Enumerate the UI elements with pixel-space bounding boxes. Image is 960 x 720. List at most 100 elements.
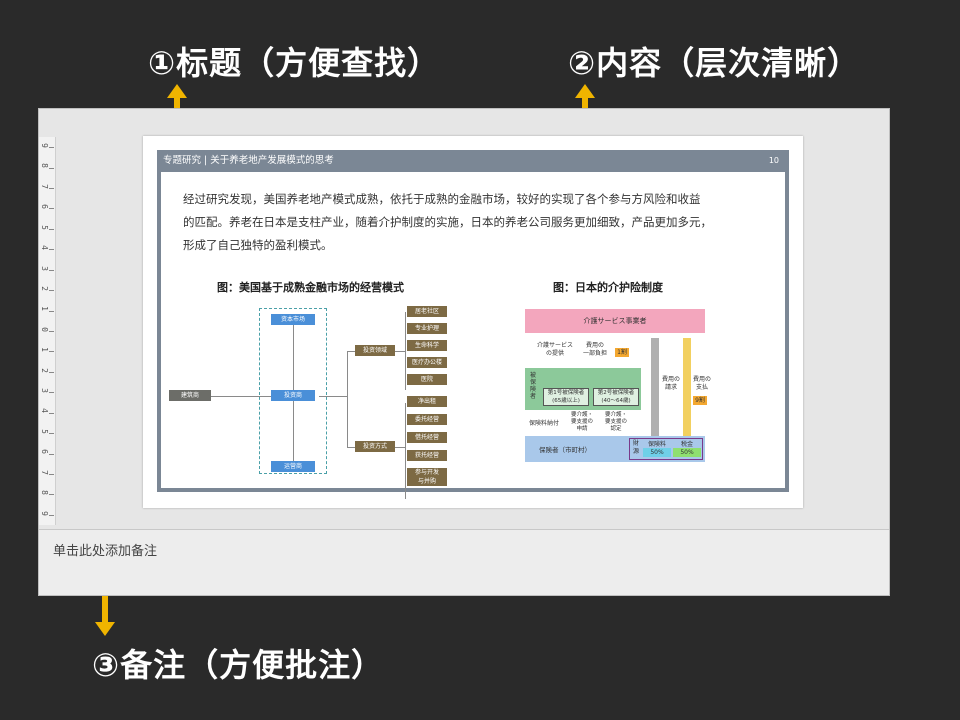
provider-box: 介護サービス事業者 bbox=[525, 309, 705, 333]
insured-type-1: 第1号被保険者 (65歳以上) bbox=[543, 388, 589, 406]
ruler-tick bbox=[49, 147, 54, 149]
ruler-tick bbox=[49, 290, 54, 292]
ruler-tick bbox=[49, 269, 54, 271]
node-capital-market: 资本市场 bbox=[271, 314, 315, 325]
callout-content-label: ②内容（层次清晰） bbox=[568, 44, 861, 82]
share-rate-badge: 1割 bbox=[615, 348, 629, 357]
node-invest-field: 投资领域 bbox=[355, 345, 395, 356]
connector-line bbox=[347, 351, 348, 447]
ruler-number: 5 bbox=[39, 224, 49, 230]
tax-share: 50% bbox=[673, 448, 701, 457]
ruler-tick bbox=[49, 412, 54, 414]
node-method-item: 委托经营 bbox=[407, 414, 447, 425]
figure-caption-left: 图：美国基于成熟金融市场的经营模式 bbox=[217, 281, 404, 294]
ruler-tick bbox=[49, 228, 54, 230]
ruler-tick bbox=[49, 392, 54, 394]
node-field-item: 医院 bbox=[407, 374, 447, 385]
node-field-item: 专业护理 bbox=[407, 323, 447, 334]
connector-line bbox=[405, 312, 406, 390]
payment-arrow-bar bbox=[683, 338, 691, 438]
notes-splitter[interactable] bbox=[39, 529, 889, 530]
ruler-tick bbox=[49, 188, 54, 190]
ruler-number: 7 bbox=[39, 469, 49, 475]
node-operator: 运营商 bbox=[271, 461, 315, 472]
ruler-tick bbox=[49, 433, 54, 435]
node-method-item: 参与开发 与并购 bbox=[407, 468, 447, 486]
ruler-tick bbox=[49, 514, 54, 516]
node-field-item: 医疗办公楼 bbox=[407, 357, 447, 368]
ruler-number: 2 bbox=[39, 367, 49, 373]
cost-payment-label: 費用の 支払 bbox=[692, 376, 711, 391]
node-field-item: 生命科学 bbox=[407, 340, 447, 351]
premium-pay-label: 保険料納付 bbox=[528, 420, 559, 427]
ruler-number: 8 bbox=[39, 163, 49, 169]
insured-label: 被 保 険 者 bbox=[529, 372, 536, 400]
funding-label: 財 源 bbox=[632, 440, 639, 455]
ruler-tick bbox=[49, 371, 54, 373]
flow-group-box bbox=[259, 308, 327, 474]
callout-title-label: ①标题（方便查找） bbox=[148, 44, 441, 82]
ruler-number: 9 bbox=[39, 510, 49, 516]
notes-placeholder: 单击此处添加备注 bbox=[53, 544, 158, 559]
body-line: 形成了自己独特的盈利模式。 bbox=[183, 238, 333, 252]
connector-line bbox=[395, 351, 405, 352]
ruler-tick bbox=[49, 473, 54, 475]
cost-request-label: 費用の 請求 bbox=[661, 376, 680, 391]
ruler-number: 3 bbox=[39, 388, 49, 393]
ruler-tick bbox=[49, 249, 54, 251]
slide-page-number: 10 bbox=[768, 156, 779, 165]
insurer-label: 保険者（市町村） bbox=[539, 446, 591, 454]
connector-line bbox=[405, 403, 406, 499]
ruler-tick bbox=[49, 331, 54, 332]
slide-title-bar[interactable]: 专题研究 | 关于养老地产发展模式的思考 10 bbox=[157, 150, 789, 172]
ruler-number: 7 bbox=[39, 183, 49, 189]
node-invest-method: 投资方式 bbox=[355, 441, 395, 452]
body-line: 经过研究发现，美国养老地产模式成熟，依托于成熟的金融市场，较好的实现了各个参与方… bbox=[183, 192, 701, 206]
node-builder: 建筑商 bbox=[169, 390, 211, 401]
ruler-number: 4 bbox=[39, 408, 49, 414]
slide-editing-area[interactable]: 专题研究 | 关于养老地产发展模式的思考 10 经过研究发现，美国养老地产模式成… bbox=[55, 109, 889, 529]
ruler-number: 2 bbox=[39, 286, 49, 291]
tax-label: 税金 bbox=[680, 441, 693, 448]
funding-box bbox=[629, 438, 703, 460]
ruler-number: 6 bbox=[39, 204, 49, 210]
ruler-tick bbox=[49, 310, 54, 312]
slide-title: 专题研究 | 关于养老地产发展模式的思考 bbox=[163, 155, 334, 166]
connector-line bbox=[319, 396, 347, 397]
ruler-tick bbox=[49, 453, 54, 455]
application-label: 要介護・ 要支援の 申請 bbox=[570, 412, 593, 432]
connector-line bbox=[347, 447, 359, 448]
request-arrow-bar bbox=[651, 338, 659, 438]
node-method-item: 净出租 bbox=[407, 396, 447, 407]
certification-label: 要介護・ 要支援の 認定 bbox=[604, 412, 627, 432]
ruler-number: 4 bbox=[39, 245, 49, 251]
connector-line bbox=[395, 447, 405, 448]
premium-share: 50% bbox=[643, 448, 671, 457]
ruler-number: 6 bbox=[39, 449, 49, 455]
ruler-tick bbox=[49, 494, 54, 496]
slide-body-text[interactable]: 经过研究发现，美国养老地产模式成熟，依托于成熟的金融市场，较好的实现了各个参与方… bbox=[183, 188, 763, 257]
node-method-item: 获托经营 bbox=[407, 450, 447, 461]
slide-content-frame bbox=[157, 172, 789, 492]
node-method-item: 借托经营 bbox=[407, 432, 447, 443]
slide[interactable]: 专题研究 | 关于养老地产发展模式的思考 10 经过研究发现，美国养老地产模式成… bbox=[143, 136, 803, 508]
service-provision-label: 介護サービス の提供 bbox=[537, 342, 574, 357]
figure-caption-right: 图：日本的介护险制度 bbox=[553, 281, 663, 294]
premium-label: 保険料 bbox=[647, 441, 666, 448]
ruler-number: 8 bbox=[39, 490, 49, 496]
notes-pane[interactable]: 单击此处添加备注 bbox=[39, 530, 889, 595]
ruler-number: 5 bbox=[39, 428, 49, 434]
node-investor: 投资商 bbox=[271, 390, 315, 401]
callout-notes-label: ③备注（方便批注） bbox=[92, 646, 385, 684]
ruler-number: 1 bbox=[39, 347, 49, 353]
ruler-tick bbox=[49, 208, 54, 210]
ruler-number: 1 bbox=[39, 306, 49, 312]
insured-type-2: 第2号被保険者 (40〜64歳) bbox=[593, 388, 639, 406]
connector-line bbox=[211, 396, 273, 397]
pay-rate-badge: 9割 bbox=[693, 396, 707, 405]
node-field-item: 居老社区 bbox=[407, 306, 447, 317]
ruler-number: 3 bbox=[39, 265, 49, 271]
ruler-tick bbox=[49, 167, 54, 169]
